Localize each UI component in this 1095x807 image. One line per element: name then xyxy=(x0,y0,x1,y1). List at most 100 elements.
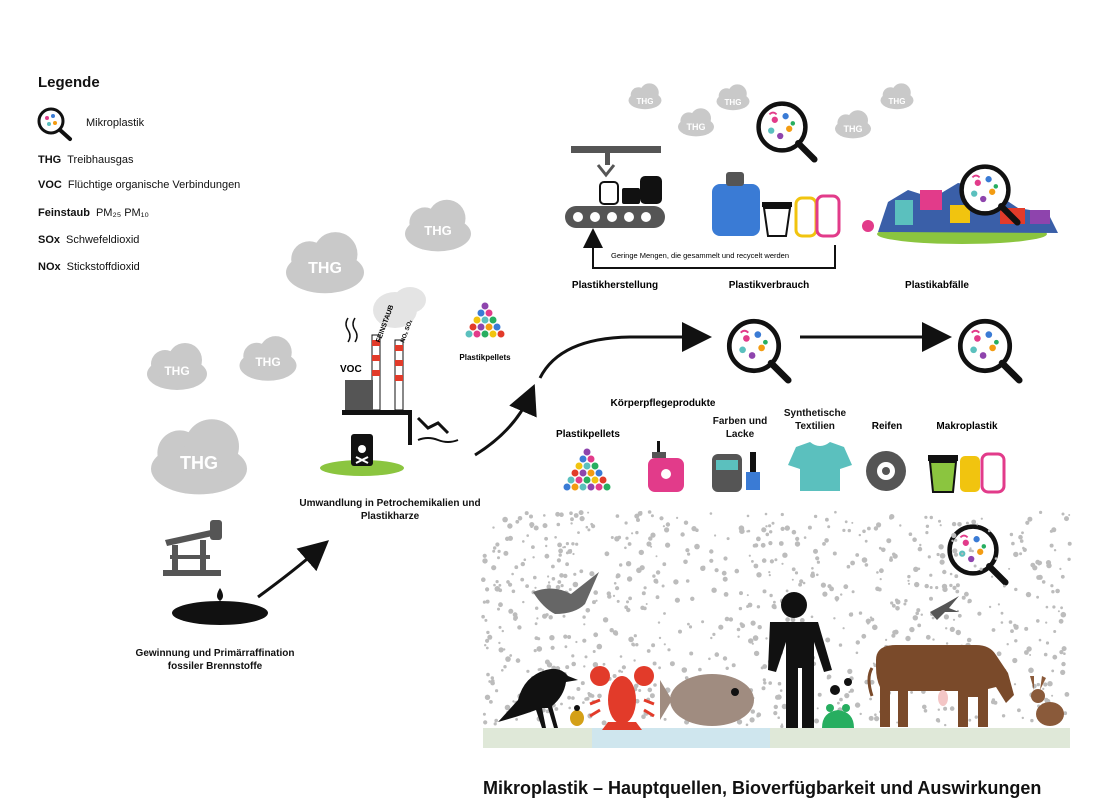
dust-dot xyxy=(822,591,828,597)
dust-dot xyxy=(529,514,533,519)
dust-dot xyxy=(957,613,962,618)
dust-dot xyxy=(550,645,555,650)
dust-dot xyxy=(709,512,713,515)
dust-dot xyxy=(833,617,836,620)
dust-dot xyxy=(810,615,814,619)
dust-dot xyxy=(835,599,838,602)
oil-puddle-icon xyxy=(172,588,268,625)
dust-dot xyxy=(861,633,867,639)
dust-dot xyxy=(899,524,902,527)
dust-dot xyxy=(925,634,931,640)
dust-dot xyxy=(485,638,490,643)
dust-dot xyxy=(916,568,919,571)
dust-dot xyxy=(674,597,681,603)
dust-dot xyxy=(512,700,515,703)
dust-dot xyxy=(1037,562,1041,566)
dust-dot xyxy=(1017,708,1021,713)
label-source-paints: Farben und Lacke xyxy=(712,416,768,440)
dust-dot xyxy=(892,630,897,635)
dust-dot xyxy=(938,519,941,523)
dust-dot xyxy=(515,658,521,663)
dust-dot xyxy=(746,594,749,597)
dust-dot xyxy=(907,582,911,585)
dust-dot xyxy=(929,573,933,577)
dust-dot xyxy=(954,538,958,542)
dust-dot xyxy=(633,659,636,662)
dust-dot xyxy=(634,513,640,519)
dust-dot xyxy=(746,514,750,518)
dust-dot xyxy=(515,718,518,721)
dust-dot xyxy=(610,536,614,539)
beetle-icon xyxy=(570,705,584,726)
dust-dot xyxy=(756,536,761,542)
dust-dot xyxy=(864,563,869,567)
dust-dot xyxy=(665,542,671,548)
dust-dot xyxy=(762,678,766,682)
dust-dot xyxy=(1024,626,1029,631)
dust-dot xyxy=(910,691,913,694)
dust-dot xyxy=(517,625,522,630)
dust-dot xyxy=(968,548,972,553)
dust-dot xyxy=(645,603,648,605)
dust-dot xyxy=(489,700,493,704)
dust-dot xyxy=(710,636,713,640)
dust-dot xyxy=(502,516,508,523)
dust-dot xyxy=(974,715,978,719)
dust-dot xyxy=(631,532,634,535)
dust-dot xyxy=(785,617,790,622)
dust-dot xyxy=(739,591,743,596)
dust-dot xyxy=(501,629,504,633)
dust-dot xyxy=(877,587,882,592)
dust-dot xyxy=(1019,552,1023,556)
dust-dot xyxy=(1051,669,1055,673)
dust-dot xyxy=(1068,514,1071,516)
magnifier-consumption xyxy=(759,104,815,160)
dust-dot xyxy=(935,586,939,590)
dust-dot xyxy=(1029,654,1032,656)
dust-dot xyxy=(864,539,868,543)
dust-dot xyxy=(635,643,639,647)
dust-dot xyxy=(768,541,773,546)
dust-dot xyxy=(988,605,992,609)
dust-dot xyxy=(657,621,661,624)
dust-dot xyxy=(722,656,728,661)
dust-dot xyxy=(816,707,819,710)
dust-dot xyxy=(764,512,768,516)
dust-dot xyxy=(563,634,568,639)
dust-dot xyxy=(539,667,542,671)
dust-dot xyxy=(917,546,923,552)
dust-dot xyxy=(532,556,535,559)
dust-dot xyxy=(557,542,562,548)
dust-dot xyxy=(861,557,868,563)
dust-dot xyxy=(1051,694,1054,697)
dust-dot xyxy=(973,564,977,568)
dust-dot xyxy=(1001,714,1006,718)
dust-dot xyxy=(681,667,688,673)
insects-icon xyxy=(830,678,852,695)
dust-dot xyxy=(575,542,579,546)
dust-dot xyxy=(493,583,496,587)
dust-dot xyxy=(557,580,562,584)
dust-dot xyxy=(867,526,871,531)
dust-dot xyxy=(769,559,775,564)
dust-dot xyxy=(955,583,960,588)
oil-pump-icon xyxy=(163,520,222,576)
dust-dot xyxy=(919,543,922,547)
label-source-tires: Reifen xyxy=(872,421,903,432)
dust-dot xyxy=(968,718,972,722)
dust-dot xyxy=(993,700,998,705)
dust-dot xyxy=(925,531,929,535)
dust-dot xyxy=(1025,520,1030,525)
dust-dot xyxy=(869,679,875,685)
dust-dot xyxy=(625,561,632,567)
dust-dot xyxy=(643,586,647,590)
dust-dot xyxy=(494,586,501,592)
dust-dot xyxy=(709,549,714,554)
dust-dot xyxy=(565,562,569,567)
label-recycle: Geringe Mengen, die gesammelt und recyce… xyxy=(611,251,789,260)
dust-dot xyxy=(560,702,563,706)
dust-dot xyxy=(602,617,609,623)
dust-dot xyxy=(501,669,504,672)
dust-dot xyxy=(1064,692,1070,697)
